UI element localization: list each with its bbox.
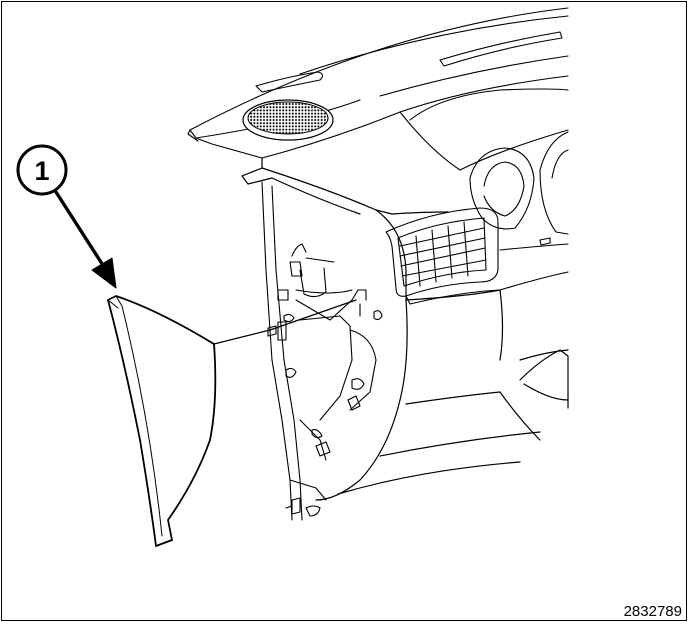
speaker-grille (242, 99, 334, 141)
figure-number: 2832789 (621, 603, 684, 620)
instrument-panel-top (187, 7, 569, 159)
end-cap-body (241, 157, 569, 501)
support-bracket (261, 181, 383, 521)
end-cover-panel (107, 295, 217, 547)
callout-arrowhead (91, 257, 117, 289)
air-vent (385, 207, 501, 305)
cluster-hood (261, 75, 569, 291)
callout-label: 1 (34, 156, 49, 186)
alignment-line (213, 299, 357, 345)
callout-marker: 1 (16, 144, 117, 289)
